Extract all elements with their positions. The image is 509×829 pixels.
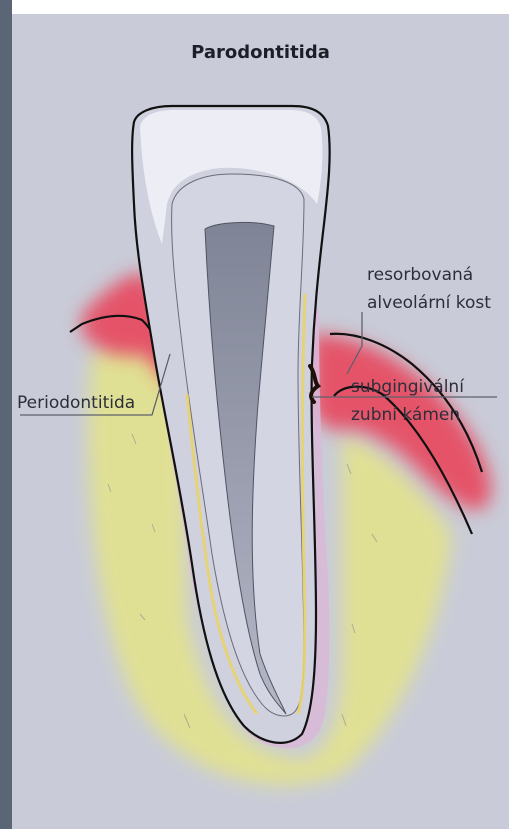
label-resorbed-bone-1: resorbovaná (367, 264, 473, 286)
label-calculus-1: subgingivální (351, 376, 464, 398)
label-periodontitis: Periodontitida (17, 392, 135, 414)
label-resorbed-bone-2: alveolární kost (367, 292, 491, 314)
diagram-paper: Parodontitida resorbovaná alveolární kos… (12, 14, 509, 829)
page-edge (0, 0, 12, 829)
label-calculus-2: zubní kámen (351, 404, 460, 426)
diagram-title: Parodontitida (12, 42, 509, 63)
